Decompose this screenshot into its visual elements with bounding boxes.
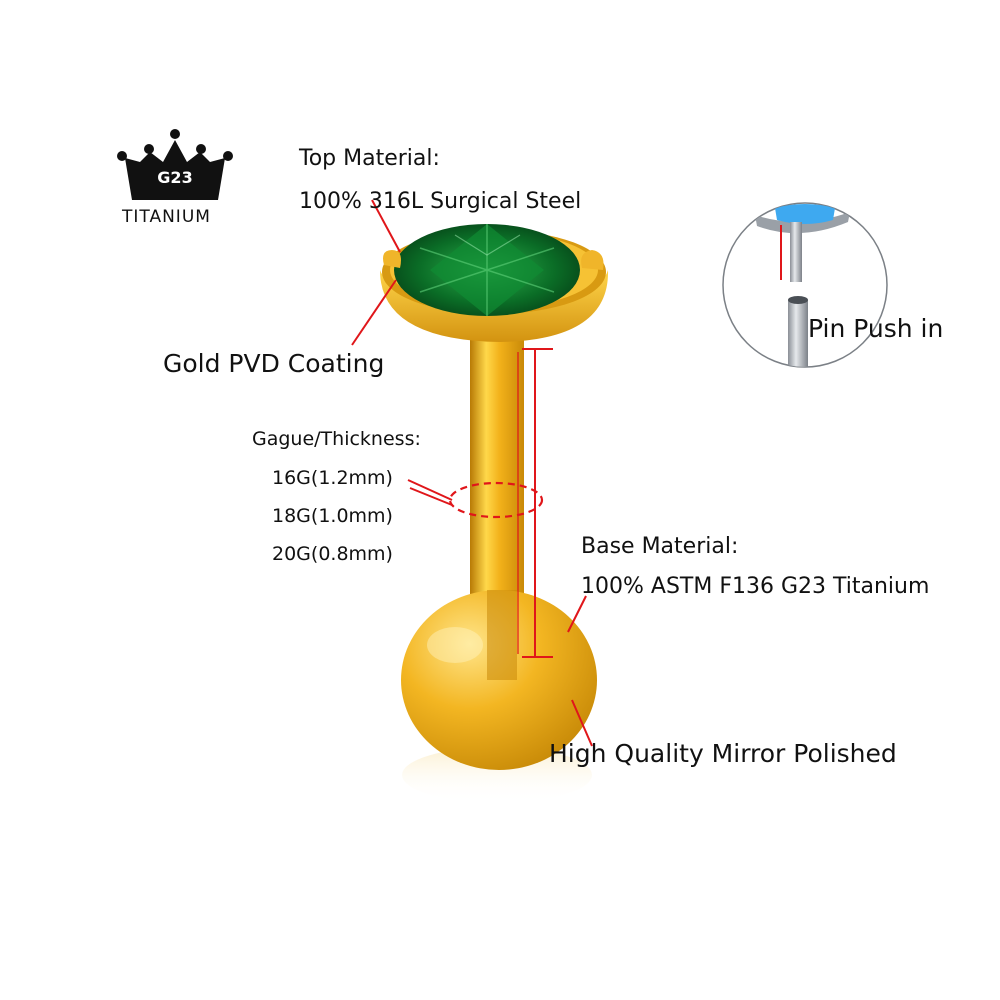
gauge-option: 18G(1.0mm) — [272, 505, 393, 527]
polish-label: High Quality Mirror Polished — [549, 739, 897, 768]
gauge-option: 20G(0.8mm) — [272, 543, 393, 565]
base-material-title: Base Material: — [581, 534, 739, 559]
logo-badge: G23 — [157, 168, 193, 187]
base-disc — [401, 590, 597, 770]
pin-push-label: Pin Push in — [808, 314, 944, 343]
gauge-title: Gague/Thickness: — [252, 428, 421, 450]
green-gem — [394, 224, 580, 316]
prongs — [383, 250, 604, 270]
logo-wordmark: TITANIUM — [122, 207, 211, 227]
gauge-highlight — [448, 481, 544, 519]
coating-label: Gold PVD Coating — [163, 349, 385, 378]
pin-inset — [722, 202, 888, 368]
gauge-option: 16G(1.2mm) — [272, 467, 393, 489]
top-material-title: Top Material: — [299, 146, 440, 171]
length-measure — [517, 348, 553, 658]
top-material-value: 100% 316L Surgical Steel — [299, 189, 582, 214]
base-material-value: 100% ASTM F136 G23 Titanium — [581, 574, 930, 599]
base-reflection — [402, 747, 592, 803]
g23-crown-icon — [117, 129, 233, 200]
